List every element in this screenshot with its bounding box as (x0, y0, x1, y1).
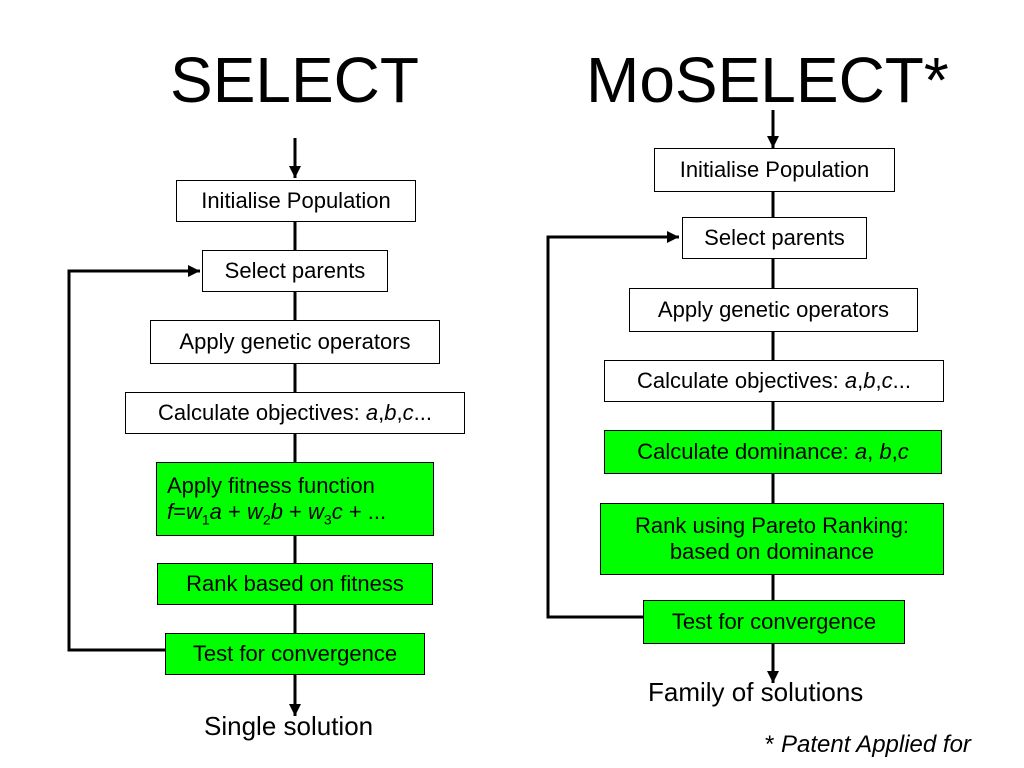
moselect-rank-pareto: Rank using Pareto Ranking: based on domi… (600, 503, 944, 575)
select-apply-genetic-operators: Apply genetic operators (150, 320, 440, 364)
moselect-calculate-objectives: Calculate objectives: a,b,c... (604, 360, 944, 402)
pareto-line-2: based on dominance (669, 539, 875, 564)
select-output: Single solution (204, 711, 374, 741)
fitness-formula: f=w1a + w2b + w3c + ... (167, 499, 387, 528)
moselect-calculate-dominance: Calculate dominance: a, b,c (604, 430, 942, 474)
select-select-parents: Select parents (202, 250, 388, 292)
moselect-output: Family of solutions (648, 677, 864, 707)
moselect-title: MoSELECT* (586, 44, 949, 116)
moselect-loop-arrow (546, 231, 679, 619)
moselect-apply-genetic-operators: Apply genetic operators (629, 288, 918, 332)
patent-footnote: * Patent Applied for (765, 731, 971, 758)
moselect-initialise-population: Initialise Population (654, 148, 895, 192)
moselect-select-parents: Select parents (682, 217, 867, 259)
fitness-label: Apply fitness function (167, 473, 375, 498)
pareto-line-1: Rank using Pareto Ranking: (635, 513, 909, 538)
select-calculate-objectives: Calculate objectives: a,b,c... (125, 392, 465, 434)
select-loop-arrow (67, 265, 200, 652)
select-initialise-population: Initialise Population (176, 180, 416, 222)
moselect-test-for-convergence: Test for convergence (643, 600, 905, 644)
select-title: SELECT (170, 44, 419, 116)
select-rank-based-on-fitness: Rank based on fitness (157, 563, 433, 605)
select-test-for-convergence: Test for convergence (165, 633, 425, 675)
select-apply-fitness-function: Apply fitness function f=w1a + w2b + w3c… (156, 462, 434, 536)
